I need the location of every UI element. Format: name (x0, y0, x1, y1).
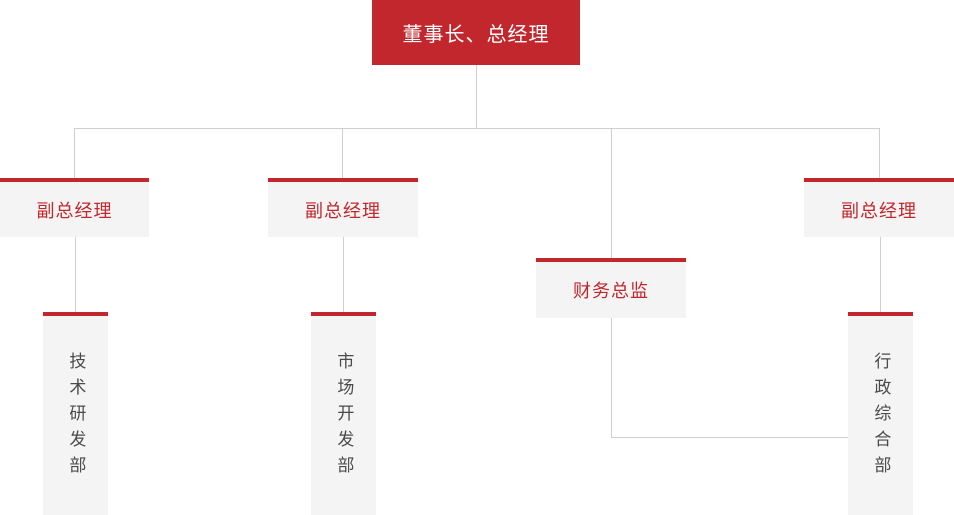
node-department-market-label: 市场开发部 (334, 352, 354, 482)
node-cfo-label: 财务总监 (573, 281, 649, 301)
connector-vice-gm-1-to-rd-dept (75, 237, 76, 312)
node-chairman-general-manager[interactable]: 董事长、总经理 (372, 0, 580, 65)
node-cfo[interactable]: 财务总监 (536, 258, 686, 318)
node-chairman-general-manager-label: 董事长、总经理 (402, 24, 550, 46)
connector-trunk-horizontal (74, 128, 880, 129)
node-vice-general-manager-3[interactable]: 副总经理 (804, 178, 954, 237)
node-department-rd[interactable]: 技术研发部 (43, 312, 108, 515)
connector-trunk-to-cfo (611, 128, 612, 259)
node-vice-general-manager-1[interactable]: 副总经理 (0, 178, 149, 237)
connector-trunk-to-vice-gm-2 (342, 128, 343, 179)
node-department-market[interactable]: 市场开发部 (311, 312, 376, 515)
connector-vice-gm-2-to-market-dept (343, 237, 344, 312)
node-department-admin[interactable]: 行政综合部 (848, 312, 913, 515)
connector-trunk-to-vice-gm-1 (74, 128, 75, 179)
node-vice-general-manager-1-label: 副总经理 (36, 200, 113, 221)
node-vice-general-manager-2[interactable]: 副总经理 (268, 178, 418, 237)
connector-vice-gm-3-to-admin-dept (880, 237, 881, 312)
connector-cfo-to-admin-dept (611, 437, 880, 438)
node-vice-general-manager-2-label: 副总经理 (305, 200, 381, 221)
node-department-admin-label: 行政综合部 (871, 352, 891, 482)
connector-root-to-trunk (476, 65, 477, 128)
node-vice-general-manager-3-label: 副总经理 (841, 200, 917, 221)
connector-trunk-to-vice-gm-3 (879, 128, 880, 179)
connector-cfo-down (611, 318, 612, 437)
node-department-rd-label: 技术研发部 (66, 352, 86, 482)
